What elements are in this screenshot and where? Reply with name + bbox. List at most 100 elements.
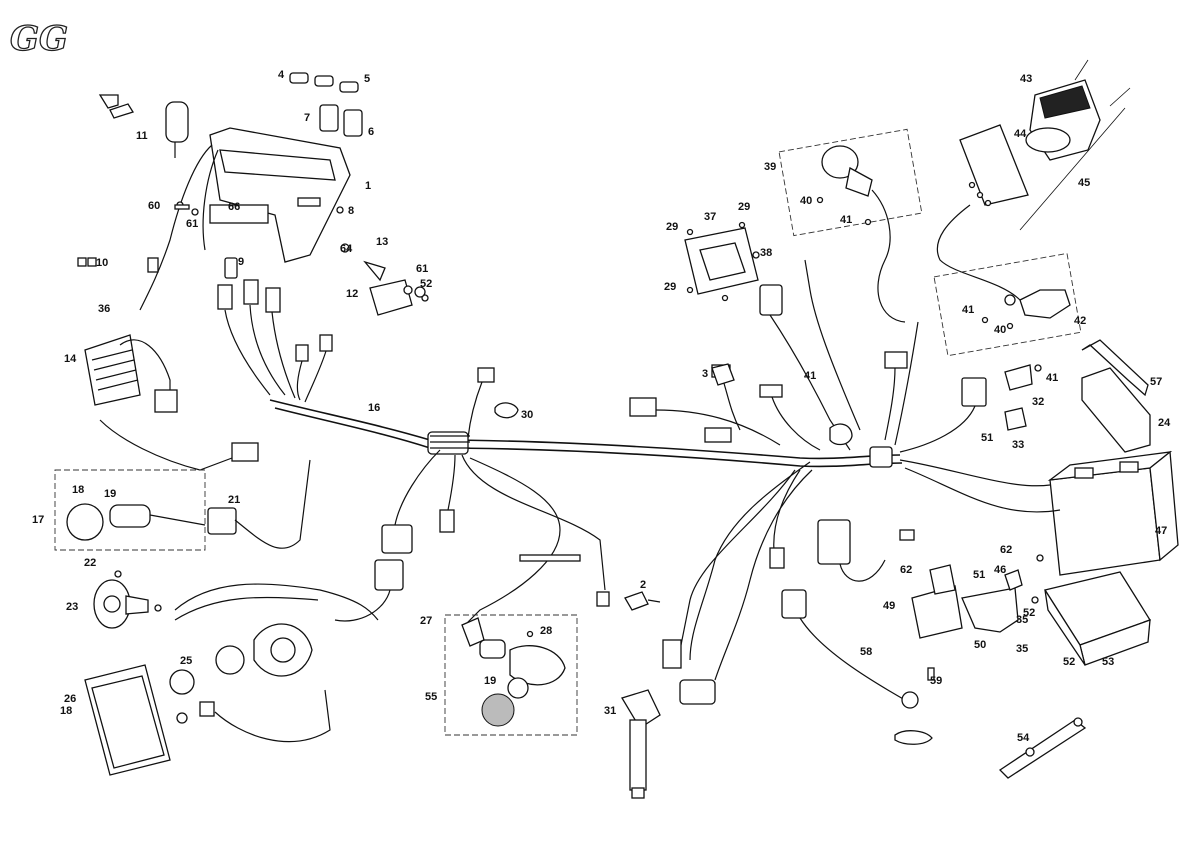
misc-small-parts [174,204,735,386]
part-label: 62 [900,564,912,576]
connector-cluster-9 [217,257,333,403]
speed-sensor [781,589,935,745]
part-label: 13 [376,236,388,248]
part-label: 32 [1032,396,1044,408]
part-label: 54 [1017,732,1030,744]
part-label: 16 [368,402,380,414]
part-label: 62 [1000,544,1012,556]
part-label: 22 [84,557,96,569]
battery-strap [998,717,1087,779]
part-label: 66 [228,201,240,213]
headlamp [84,583,379,776]
part-label: 9 [238,256,244,268]
part-label: 19 [484,675,496,687]
part-label: 41 [840,214,852,226]
brand-logo: GG [9,18,68,59]
turn-signal-rear-right [981,289,1071,330]
part-label: 46 [994,564,1006,576]
flasher-relay [340,243,429,316]
part-label: 64 [340,243,353,255]
turn-signal-rear-left [461,617,566,727]
part-label: 19 [104,488,116,500]
starter-relay [817,519,963,639]
part-label: 29 [738,201,750,213]
part-label: 47 [1155,525,1167,537]
bulb-set [289,72,363,137]
box-55 [444,614,578,736]
tail-light [936,59,1131,301]
part-label: 6 [368,126,374,138]
part-label: 61 [186,218,198,230]
battery [899,450,1179,576]
wire-clamp-30 [494,402,519,419]
part-label: 51 [973,569,985,581]
box-42 [933,252,1082,357]
part-label: 51 [981,432,993,444]
ignition-switch [98,94,189,158]
part-label: 37 [704,211,716,223]
part-label: 40 [800,195,812,207]
part-label: 10 [96,257,108,269]
part-label: 5 [364,73,370,85]
part-label: 3 [702,368,708,380]
brand-logo-text: GG [10,19,68,59]
part-label: 60 [148,200,160,212]
part-label: 8 [348,205,354,217]
neutral-switch [624,591,661,611]
box-39 [778,128,923,237]
part-label: 52 [420,278,432,290]
part-label: 36 [98,303,110,315]
battery-tray [1043,571,1151,666]
box-17 [54,469,206,551]
part-label: 58 [860,646,872,658]
part-label: 52 [1023,607,1035,619]
part-label: 45 [1078,177,1090,189]
headlight-connector [334,449,441,622]
part-label: 42 [1074,315,1086,327]
part-label: 14 [64,353,77,365]
part-label: 53 [1102,656,1114,668]
part-label: 35 [1016,614,1028,626]
right-harness-branches [629,259,861,705]
center-connectors [439,367,610,626]
part-label: 23 [66,601,78,613]
part-label: 28 [540,625,552,637]
part-label: 43 [1020,73,1032,85]
part-label: 57 [1150,376,1162,388]
part-label: 35 [1016,643,1028,655]
part-label: 39 [764,161,776,173]
part-label: 24 [1158,417,1171,429]
ignition-coil [621,689,661,799]
part-label: 27 [420,615,432,627]
fuse-relay-group [884,321,1042,453]
part-label: 4 [278,69,285,81]
part-label: 61 [416,263,428,275]
cdi-unit [684,221,760,302]
part-label: 59 [930,675,942,687]
turn-signal-front-left [66,459,311,549]
part-label: 30 [521,409,533,421]
part-label: 31 [604,705,616,717]
part-label: 29 [666,221,678,233]
voltage-regulator [84,334,259,471]
part-label: 29 [664,281,676,293]
part-label: 44 [1014,128,1027,140]
instrument-panel [139,127,351,311]
horn [93,570,162,629]
part-label: 41 [1046,372,1058,384]
part-label: 18 [72,484,84,496]
part-label: 38 [760,247,772,259]
part-label: 41 [962,304,974,316]
battery-cover-57-24 [1081,339,1151,453]
part-label: 50 [974,639,986,651]
part-label: 18 [60,705,72,717]
main-harness [269,399,903,468]
battery-bracket [961,554,1044,633]
part-label: 11 [136,130,148,142]
part-label: 41 [804,370,816,382]
part-label: 40 [994,324,1006,336]
part-label: 55 [425,691,437,703]
turn-signal-front-right [816,145,906,323]
